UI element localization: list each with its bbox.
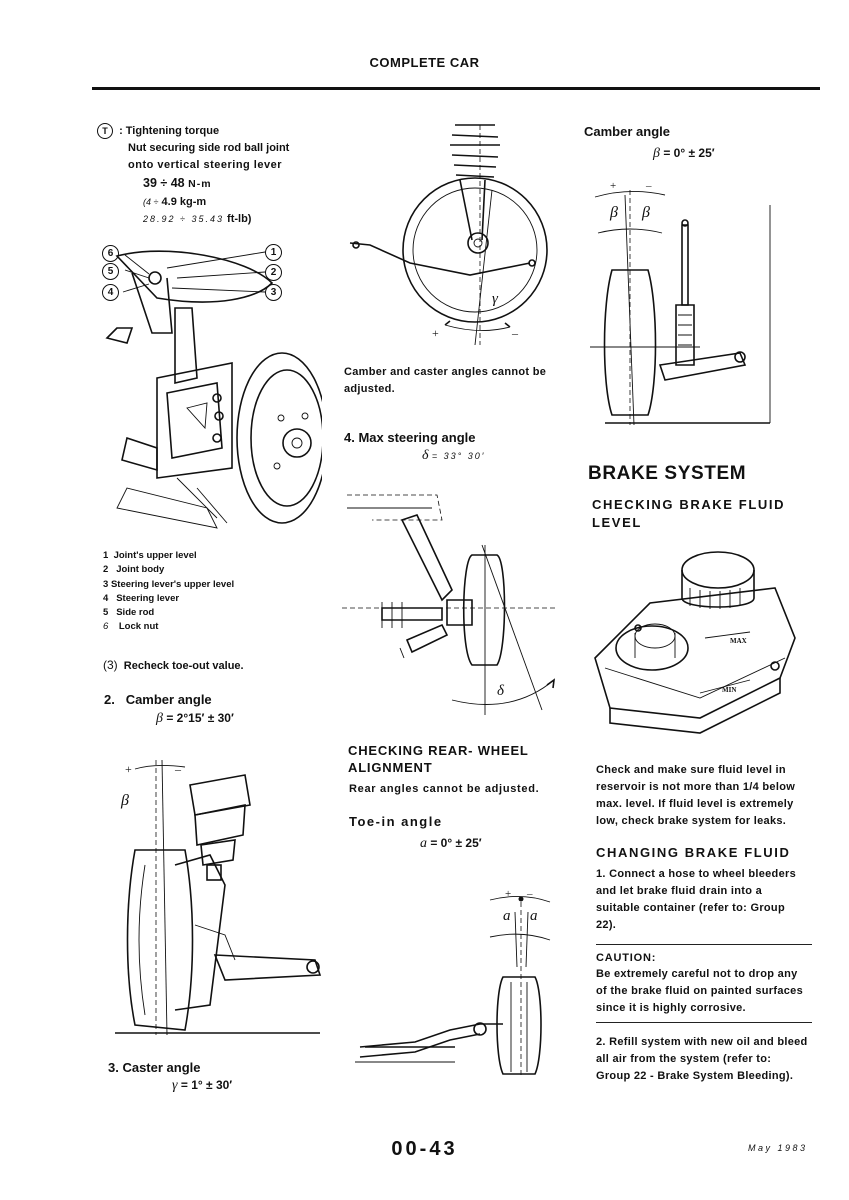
caution-text: Be extremely careful not to drop any of …: [596, 968, 803, 1014]
svg-text:+: +: [505, 888, 511, 900]
caution-rule-top: [596, 944, 812, 945]
callout-1: 1: [265, 244, 282, 261]
torque-value-nm: 39 ÷ 48: [143, 176, 185, 190]
step1-paragraph: 1. Connect a hose to wheel bleeders and …: [596, 868, 796, 931]
rear-camber-formula: β = 0° ± 25′: [653, 146, 715, 161]
rear-wheel-heading: CHECKING REAR- WHEEL ALIGNMENT: [348, 743, 529, 775]
torque-value-ftlb-a: 28.92 ÷ 35.43: [143, 214, 224, 224]
callout-4: 4: [102, 284, 119, 301]
page-header-title: COMPLETE CAR: [369, 55, 480, 70]
toe-in-figure: + – a a: [355, 888, 551, 1077]
torque-unit-nm: N-m: [188, 178, 212, 190]
steering-lever-figure: [105, 250, 322, 529]
torque-spec: T : Tightening torque Nut securing side …: [97, 123, 317, 228]
toe-in-heading: Toe-in angle: [349, 814, 443, 829]
torque-value-ftlb-b: ft-lb): [227, 213, 252, 225]
legend-item: 1 Joint's upper level: [103, 550, 197, 561]
svg-text:–: –: [645, 180, 652, 192]
torque-label: : Tightening torque: [119, 125, 220, 137]
torque-symbol-icon: T: [97, 123, 113, 139]
callout-5: 5: [102, 263, 119, 280]
svg-text:–: –: [526, 888, 533, 900]
svg-text:β: β: [609, 204, 618, 221]
svg-text:β: β: [120, 792, 129, 809]
svg-text:+: +: [125, 762, 132, 776]
svg-text:+: +: [432, 326, 439, 340]
svg-text:β: β: [641, 204, 650, 221]
rear-camber-figure: + – β β: [590, 180, 771, 426]
legend-item: 2 Joint body: [103, 564, 165, 576]
svg-text:MAX: MAX: [730, 637, 747, 645]
caster-angle-formula: γ = 1° ± 30′: [172, 1078, 233, 1093]
camber-figure: + – β: [115, 759, 322, 1036]
svg-text:–: –: [174, 762, 182, 776]
callout-3: 3: [265, 284, 282, 301]
torque-line2: onto vertical steering lever: [128, 159, 282, 171]
changing-fluid-heading: CHANGING BRAKE FLUID: [596, 845, 791, 860]
camber-angle-formula: β = 2°15′ ± 30′: [156, 711, 234, 726]
header-rule: [92, 87, 820, 90]
parts-legend: 1 Joint's upper level 2 Joint body 3 Ste…: [103, 549, 313, 635]
max-steering-figure: δ: [342, 494, 557, 715]
page-number: 00-43: [391, 1138, 458, 1160]
torque-line1: Nut securing side rod ball joint: [128, 142, 290, 154]
toe-in-formula: a = 0° ± 25′: [420, 836, 482, 851]
max-steering-formula: δ = 33° 30′: [422, 448, 486, 463]
fluid-level-heading: CHECKING BRAKE FLUID LEVEL: [592, 497, 786, 530]
camber-caster-note: Camber and caster angles cannot be adjus…: [344, 366, 547, 395]
caster-figure: γ + –: [349, 124, 548, 346]
svg-text:MIN: MIN: [722, 686, 736, 694]
svg-text:a: a: [503, 908, 511, 924]
legend-item: 3 Steering lever's upper level: [103, 578, 235, 590]
svg-text:+: +: [610, 180, 616, 192]
footer-date: May 1983: [748, 1143, 808, 1153]
caution-rule-bottom: [596, 1022, 812, 1023]
recheck-note: (3) Recheck toe-out value.: [103, 658, 244, 672]
brake-reservoir-figure: MAX MIN: [594, 551, 796, 734]
svg-text:–: –: [511, 326, 519, 340]
step2-paragraph: 2. Refill system with new oil and bleed …: [596, 1036, 808, 1082]
legend-item: 5 Side rod: [103, 607, 155, 619]
torque-value-kgm-a: (4 ÷: [143, 197, 159, 207]
torque-value-kgm-b: 4.9 kg-m: [161, 196, 207, 208]
caution-title: CAUTION:: [596, 952, 657, 964]
caster-angle-heading: 3. Caster angle: [108, 1060, 201, 1075]
brake-system-heading: BRAKE SYSTEM: [588, 463, 747, 484]
callout-6: 6: [102, 245, 119, 262]
camber-angle-heading: 2. Camber angle: [104, 692, 212, 707]
max-steering-heading: 4. Max steering angle: [344, 430, 476, 445]
rear-angles-note: Rear angles cannot be adjusted.: [349, 783, 540, 795]
svg-text:a: a: [530, 908, 538, 924]
legend-item: 4 Steering lever: [103, 592, 180, 604]
legend-item: 6 Lock nut: [103, 621, 159, 633]
callout-2: 2: [265, 264, 282, 281]
svg-text:δ: δ: [497, 683, 505, 699]
svg-text:γ: γ: [492, 291, 499, 307]
fluid-level-paragraph: Check and make sure fluid level in reser…: [596, 764, 796, 827]
rear-camber-heading: Camber angle: [584, 124, 670, 139]
